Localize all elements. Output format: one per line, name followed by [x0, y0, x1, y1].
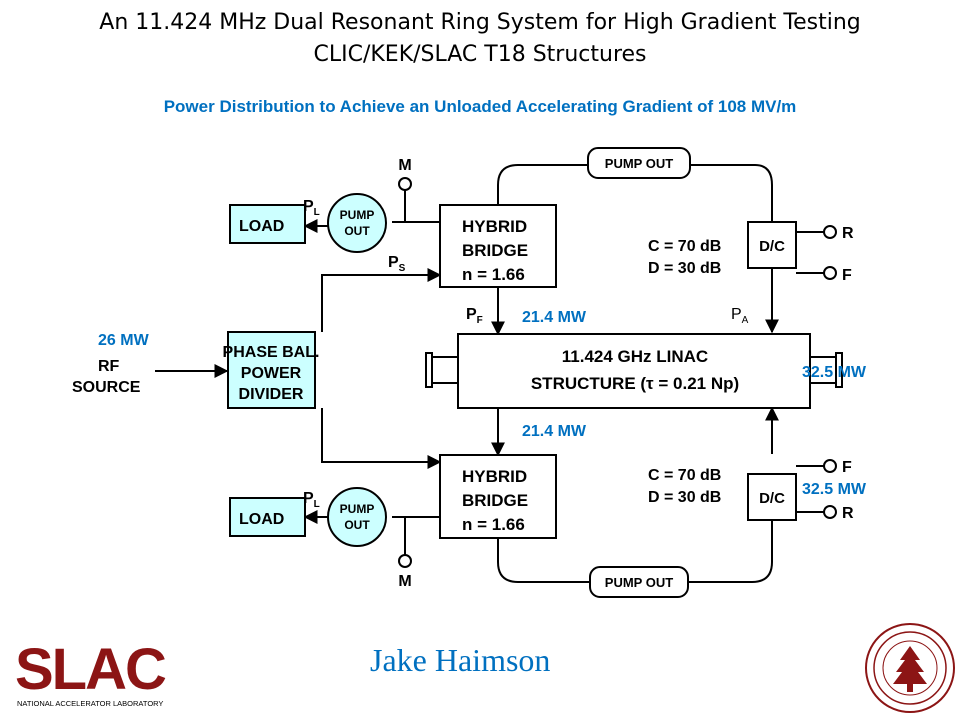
linac-endcap-right — [809, 356, 839, 384]
hybrid-bottom-line-1: HYBRID — [462, 467, 527, 486]
pump-out-top — [587, 147, 691, 179]
power-right-top-value: 32.5 MW — [802, 364, 867, 381]
dc-box-bottom — [747, 473, 797, 521]
hybrid-bottom-line-2: BRIDGE — [462, 491, 528, 510]
hybrid-bottom-line-3: n = 1.66 — [462, 515, 525, 534]
author-name: Jake Haimson — [370, 642, 551, 678]
port-r-bottom — [823, 505, 837, 519]
source-label: SOURCE — [72, 379, 141, 396]
slac-logo-subtitle: NATIONAL ACCELERATOR LABORATORY — [17, 699, 163, 708]
coupler-c-top: C = 70 dB — [648, 238, 721, 255]
power-source-value: 26 MW — [98, 332, 150, 349]
port-label-f-top: F — [842, 267, 852, 284]
stanford-seal-icon — [865, 623, 955, 713]
port-f-top — [823, 266, 837, 280]
ring-top-loop — [498, 164, 773, 222]
load-box-bottom — [229, 497, 306, 537]
linac-line-2: STRUCTURE (τ = 0.21 Np) — [531, 374, 739, 393]
port-r-top — [823, 225, 837, 239]
linac-endcap-left-flange — [425, 352, 433, 388]
coupler-c-bottom: C = 70 dB — [648, 467, 721, 484]
hybrid-top-line-3: n = 1.66 — [462, 265, 525, 284]
power-bottom-value: 21.4 MW — [522, 423, 587, 440]
monitor-probe-top — [398, 177, 412, 191]
phase-divider-box — [227, 331, 316, 409]
monitor-probe-bottom — [398, 554, 412, 568]
monitor-label-top: M — [398, 157, 411, 174]
dc-label-top: D/C — [759, 238, 785, 255]
pf-label: PF — [466, 306, 483, 326]
port-f-bottom — [823, 459, 837, 473]
hybrid-top-line-2: BRIDGE — [462, 241, 528, 260]
linac-endcap-left — [429, 356, 459, 384]
ps-label: PS — [388, 254, 406, 274]
hybrid-bridge-bottom — [439, 454, 557, 539]
pump-out-bottom — [589, 566, 689, 598]
pump-circle-top — [327, 193, 387, 253]
coupler-d-bottom: D = 30 dB — [648, 489, 721, 506]
pump-bottom-label-1: PUMP — [340, 502, 375, 516]
coupler-d-top: D = 30 dB — [648, 260, 721, 277]
pump-out-label-top: PUMP OUT — [605, 156, 673, 171]
monitor-label-bottom: M — [398, 573, 411, 590]
hybrid-bridge-top — [439, 204, 557, 288]
subtitle: Power Distribution to Achieve an Unloade… — [163, 97, 797, 116]
linac-line-1: 11.424 GHz LINAC — [562, 347, 708, 366]
power-top-value: 21.4 MW — [522, 309, 587, 326]
linac-structure-box — [457, 333, 811, 409]
pump-circle-bottom — [327, 487, 387, 547]
pump-top-label-2: OUT — [344, 224, 370, 238]
pump-top-label-1: PUMP — [340, 208, 375, 222]
pump-out-label-bottom: PUMP OUT — [605, 575, 673, 590]
linac-endcap-right-flange — [835, 352, 843, 388]
port-label-r-top: R — [842, 225, 854, 242]
power-right-bottom-value: 32.5 MW — [802, 481, 867, 498]
pa-label: PA — [731, 306, 749, 326]
phase-divider-line-2: POWER — [241, 365, 302, 382]
title-line-2: CLIC/KEK/SLAC T18 Structures — [313, 42, 647, 67]
ring-bottom-loop — [497, 520, 773, 583]
pl-label-top: PL — [303, 198, 320, 218]
load-label-bottom: LOAD — [239, 511, 284, 528]
pl-label-bottom: PL — [303, 490, 320, 510]
rf-label: RF — [98, 358, 120, 375]
load-box-top — [229, 204, 306, 244]
divider-to-hybrid-bottom — [321, 408, 442, 469]
title-line-1: An 11.424 MHz Dual Resonant Ring System … — [99, 10, 861, 35]
hybrid-top-line-1: HYBRID — [462, 217, 527, 236]
phase-divider-line-3: DIVIDER — [239, 386, 304, 403]
pump-bottom-label-2: OUT — [344, 518, 370, 532]
port-label-f-bottom: F — [842, 459, 852, 476]
slac-logo: SLAC — [15, 637, 166, 702]
divider-to-hybrid-top — [321, 268, 442, 332]
load-label-top: LOAD — [239, 218, 284, 235]
dc-box-top — [747, 221, 797, 269]
dc-label-bottom: D/C — [759, 490, 785, 507]
phase-divider-line-1: PHASE BAL. — [223, 344, 320, 361]
port-label-r-bottom: R — [842, 505, 854, 522]
